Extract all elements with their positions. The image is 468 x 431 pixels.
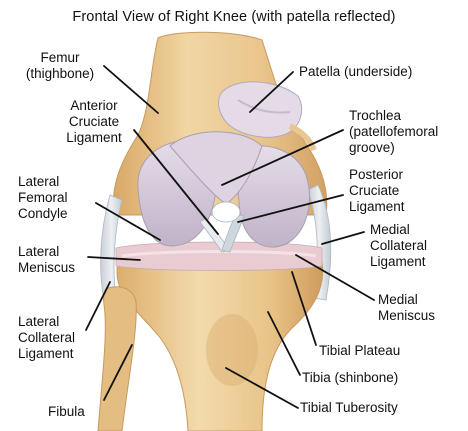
label-trochlea-line2: (patellofemoral — [349, 124, 438, 140]
label-medial-meniscus-line1: Medial — [378, 292, 435, 308]
label-medial-meniscus: Medial Meniscus — [378, 292, 435, 324]
label-lateral-meniscus: Lateral Meniscus — [18, 244, 75, 276]
label-tibial-tuberosity: Tibial Tuberosity — [300, 400, 398, 416]
label-acl-line1: Anterior — [44, 98, 144, 114]
label-pcl-line2: Cruciate — [349, 183, 405, 199]
label-acl-line3: Ligament — [44, 130, 144, 146]
fibula-bone — [98, 287, 136, 431]
label-patella-text: Patella (underside) — [299, 64, 412, 80]
label-lateral-condyle-line2: Femoral — [18, 190, 68, 206]
label-lcl-line3: Ligament — [18, 346, 75, 362]
label-lcl-line2: Collateral — [18, 330, 75, 346]
label-tibia-text: Tibia (shinbone) — [302, 370, 398, 386]
label-tibia: Tibia (shinbone) — [302, 370, 398, 386]
label-lcl-line1: Lateral — [18, 314, 75, 330]
label-lcl: Lateral Collateral Ligament — [18, 314, 75, 362]
label-tibial-tuberosity-text: Tibial Tuberosity — [300, 400, 398, 416]
label-mcl-line2: Collateral — [370, 238, 427, 254]
label-mcl-line1: Medial — [370, 222, 427, 238]
label-mcl-line3: Ligament — [370, 254, 427, 270]
label-trochlea: Trochlea (patellofemoral groove) — [349, 108, 438, 156]
label-fibula: Fibula — [48, 404, 85, 420]
label-femur-line1: Femur — [10, 50, 110, 66]
label-lateral-femoral-condyle: Lateral Femoral Condyle — [18, 174, 68, 222]
label-trochlea-line1: Trochlea — [349, 108, 438, 124]
label-fibula-text: Fibula — [48, 404, 85, 420]
label-acl: Anterior Cruciate Ligament — [44, 98, 144, 146]
label-femur-line2: (thighbone) — [10, 66, 110, 82]
label-femur: Femur (thighbone) — [10, 50, 110, 82]
tibial-tuberosity-shape — [206, 314, 258, 386]
label-pcl-line3: Ligament — [349, 199, 405, 215]
label-medial-meniscus-line2: Meniscus — [378, 308, 435, 324]
label-lateral-condyle-line3: Condyle — [18, 206, 68, 222]
label-trochlea-line3: groove) — [349, 140, 438, 156]
label-patella: Patella (underside) — [299, 64, 412, 80]
intercondylar-notch — [212, 202, 240, 222]
label-lateral-meniscus-line1: Lateral — [18, 244, 75, 260]
label-lateral-meniscus-line2: Meniscus — [18, 260, 75, 276]
label-mcl: Medial Collateral Ligament — [370, 222, 427, 270]
label-pcl-line1: Posterior — [349, 167, 405, 183]
label-pcl: Posterior Cruciate Ligament — [349, 167, 405, 215]
label-lateral-condyle-line1: Lateral — [18, 174, 68, 190]
label-tibial-plateau: Tibial Plateau — [319, 343, 400, 359]
label-tibial-plateau-text: Tibial Plateau — [319, 343, 400, 359]
label-acl-line2: Cruciate — [44, 114, 144, 130]
